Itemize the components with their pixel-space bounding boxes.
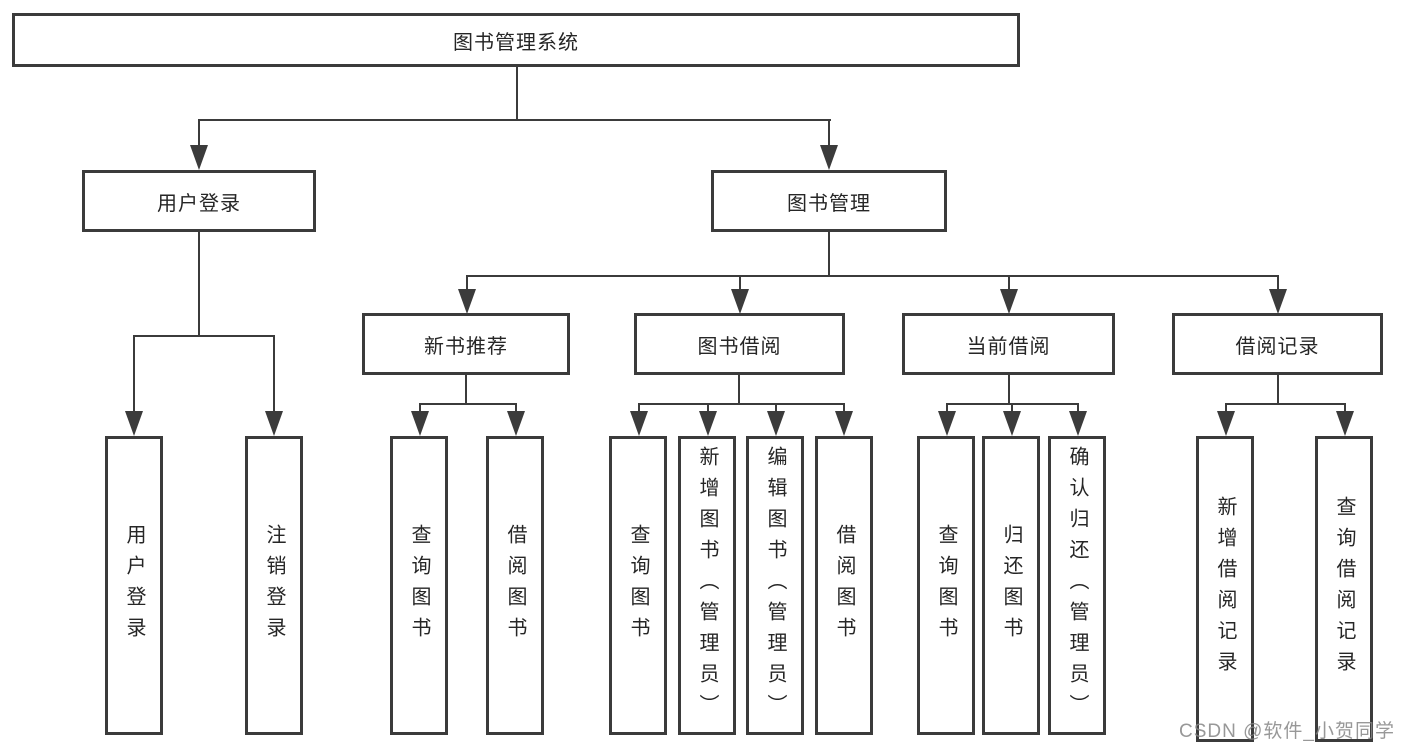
arrow-down-icon <box>699 411 717 436</box>
connector-line <box>707 403 709 413</box>
node-new-book-recommend: 新书推荐 <box>362 313 570 375</box>
leaf-query-borrow-record: 查询借阅记录 <box>1315 436 1373 742</box>
node-book-borrow-label: 图书借阅 <box>697 335 782 358</box>
leaf-query-books-1-label: 查询图书 <box>408 523 430 648</box>
leaf-query-books-2: 查询图书 <box>609 436 667 735</box>
node-current-borrow: 当前借阅 <box>902 313 1115 375</box>
connector-line <box>828 232 830 277</box>
arrow-down-icon <box>125 411 143 436</box>
leaf-borrow-books-2-label: 借阅图书 <box>833 523 855 648</box>
connector-line <box>946 403 948 413</box>
leaf-edit-books-admin-label: 编辑图书（管理员） <box>764 446 786 725</box>
leaf-borrow-books-2: 借阅图书 <box>815 436 873 735</box>
connector-line <box>133 335 275 337</box>
connector-line <box>1225 403 1346 405</box>
arrow-down-icon <box>835 411 853 436</box>
node-new-book-recommend-label: 新书推荐 <box>424 335 508 358</box>
connector-line <box>273 335 275 413</box>
leaf-query-borrow-record-label: 查询借阅记录 <box>1333 496 1355 682</box>
csdn-watermark: CSDN @软件_小贺同学 <box>1179 721 1395 742</box>
connector-line <box>739 275 741 293</box>
leaf-edit-books-admin: 编辑图书（管理员） <box>746 436 804 735</box>
arrow-down-icon <box>458 289 476 314</box>
node-user-login: 用户登录 <box>82 170 316 232</box>
leaf-user-login-label: 用户登录 <box>123 523 145 648</box>
leaf-add-books-admin: 新增图书（管理员） <box>678 436 736 735</box>
arrow-down-icon <box>630 411 648 436</box>
arrow-down-icon <box>1336 411 1354 436</box>
connector-line <box>198 119 200 149</box>
arrow-down-icon <box>411 411 429 436</box>
connector-line <box>638 403 845 405</box>
connector-line <box>1011 403 1013 413</box>
connector-line <box>1225 403 1227 413</box>
arrow-down-icon <box>265 411 283 436</box>
connector-line <box>1008 374 1010 405</box>
arrow-down-icon <box>507 411 525 436</box>
arrow-down-icon <box>1217 411 1235 436</box>
node-current-borrow-label: 当前借阅 <box>966 335 1051 358</box>
arrow-down-icon <box>820 145 838 170</box>
node-user-login-label: 用户登录 <box>157 192 241 215</box>
connector-line <box>1008 275 1010 293</box>
node-book-management-label: 图书管理 <box>787 192 871 215</box>
connector-line <box>466 275 468 293</box>
leaf-confirm-return-admin-label: 确认归还（管理员） <box>1066 446 1088 725</box>
leaf-query-books-3-label: 查询图书 <box>935 523 957 648</box>
connector-line <box>1344 403 1346 413</box>
arrow-down-icon <box>767 411 785 436</box>
connector-line <box>1077 403 1079 413</box>
node-book-management: 图书管理 <box>711 170 947 232</box>
connector-line <box>198 232 200 337</box>
connector-line <box>1277 275 1279 293</box>
leaf-return-books-label: 归还图书 <box>1000 523 1022 648</box>
connector-line <box>133 335 135 413</box>
connector-line <box>738 374 740 405</box>
leaf-logout: 注销登录 <box>245 436 303 735</box>
connector-line <box>1277 374 1279 405</box>
leaf-user-login: 用户登录 <box>105 436 163 735</box>
leaf-query-books-1: 查询图书 <box>390 436 448 735</box>
arrow-down-icon <box>190 145 208 170</box>
leaf-add-borrow-record-label: 新增借阅记录 <box>1214 496 1236 682</box>
node-borrow-records-label: 借阅记录 <box>1235 335 1320 358</box>
connector-line <box>419 403 517 405</box>
leaf-logout-label: 注销登录 <box>263 523 285 648</box>
node-root-label: 图书管理系统 <box>453 31 579 54</box>
node-book-borrow: 图书借阅 <box>634 313 845 375</box>
connector-line <box>465 374 467 405</box>
arrow-down-icon <box>1003 411 1021 436</box>
leaf-confirm-return-admin: 确认归还（管理员） <box>1048 436 1106 735</box>
leaf-query-books-2-label: 查询图书 <box>627 523 649 648</box>
connector-line <box>466 275 1279 277</box>
leaf-query-books-3: 查询图书 <box>917 436 975 735</box>
connector-line <box>515 403 517 413</box>
arrow-down-icon <box>731 289 749 314</box>
arrow-down-icon <box>1069 411 1087 436</box>
leaf-add-borrow-record: 新增借阅记录 <box>1196 436 1254 742</box>
leaf-borrow-books-1-label: 借阅图书 <box>504 523 526 648</box>
connector-line <box>419 403 421 413</box>
connector-line <box>198 119 831 121</box>
connector-line <box>516 67 518 120</box>
connector-line <box>828 119 830 149</box>
node-borrow-records: 借阅记录 <box>1172 313 1383 375</box>
connector-line <box>775 403 777 413</box>
leaf-return-books: 归还图书 <box>982 436 1040 735</box>
leaf-borrow-books-1: 借阅图书 <box>486 436 544 735</box>
node-root: 图书管理系统 <box>12 13 1020 67</box>
connector-line <box>843 403 845 413</box>
connector-line <box>638 403 640 413</box>
arrow-down-icon <box>1000 289 1018 314</box>
arrow-down-icon <box>1269 289 1287 314</box>
leaf-add-books-admin-label: 新增图书（管理员） <box>696 446 718 725</box>
arrow-down-icon <box>938 411 956 436</box>
